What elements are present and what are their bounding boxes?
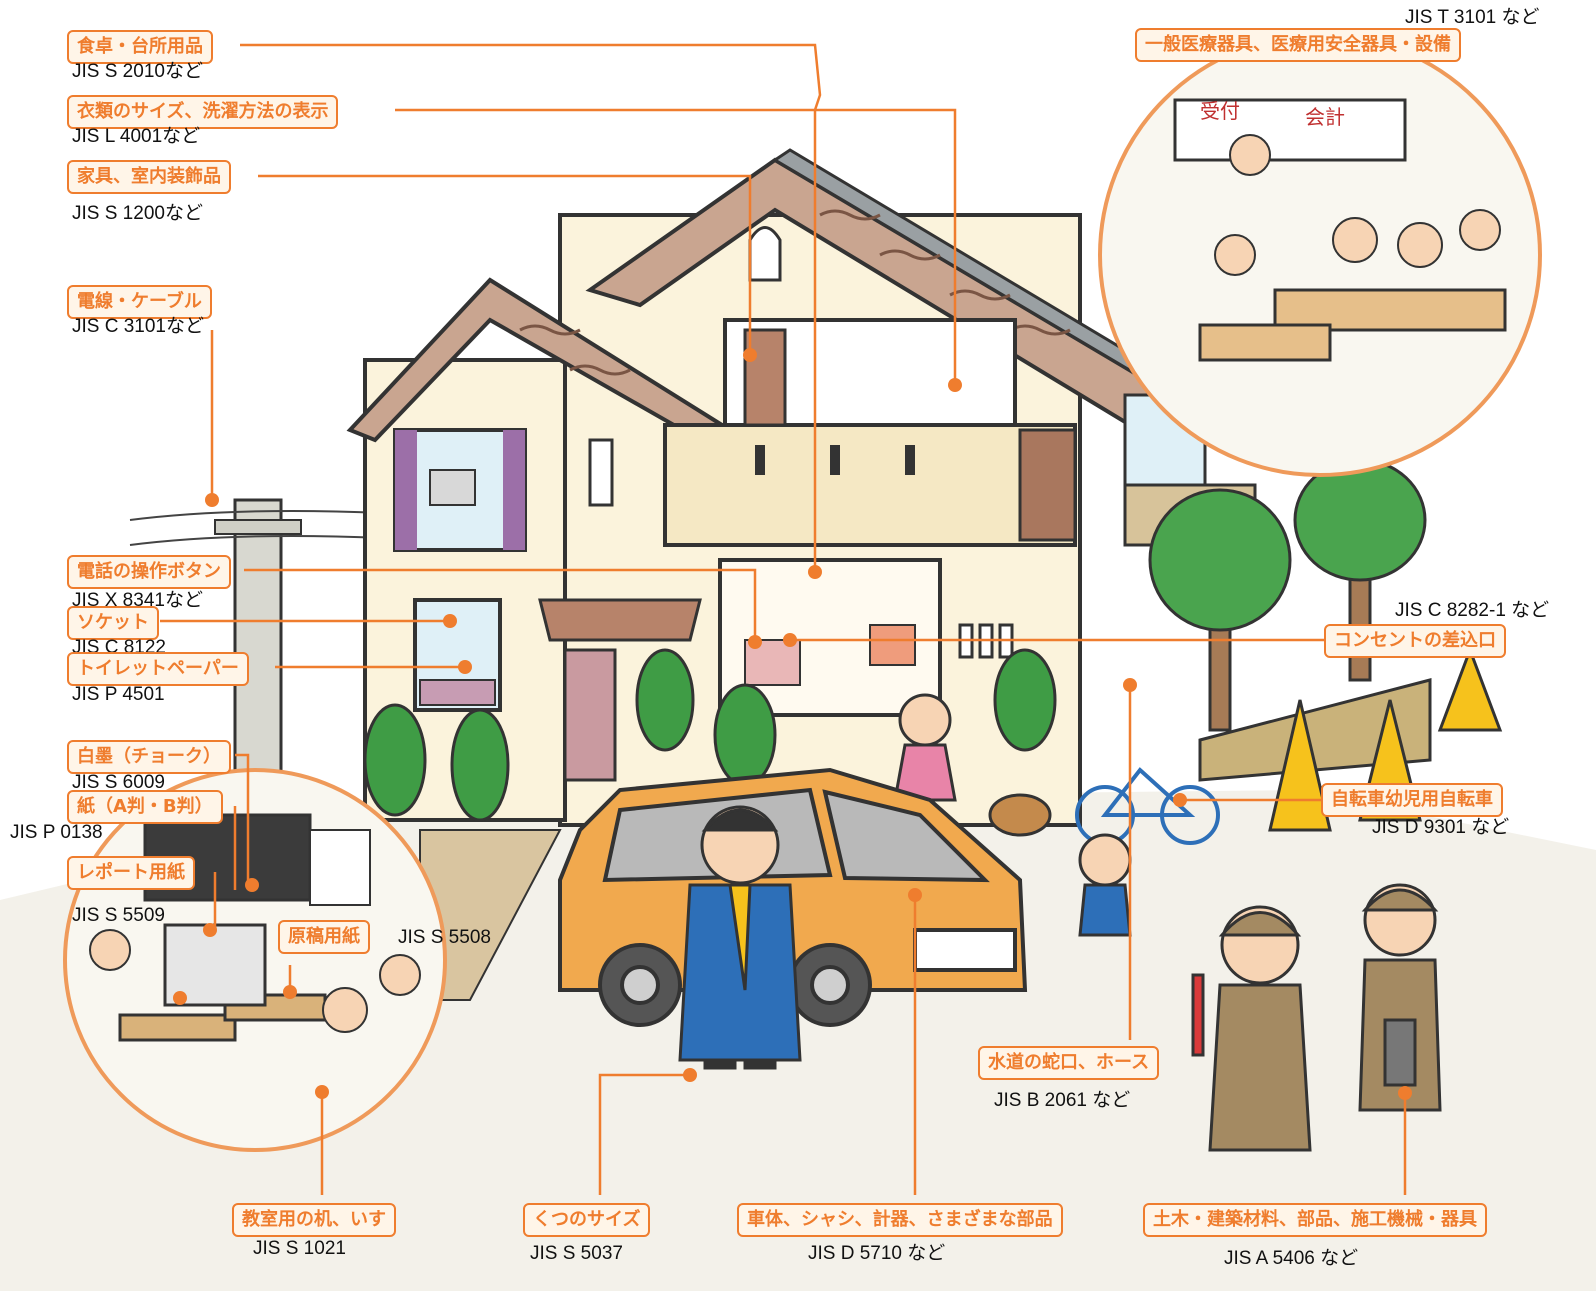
construction-workers [1191,883,1442,1152]
cashier-sign: 会計 [1305,105,1345,129]
label-clothing: 衣類のサイズ、洗濯方法の表示 [67,95,339,129]
label-construction: 土木・建築材料、部品、施工機械・器具 [1143,1203,1487,1237]
children [893,693,1132,937]
reception-sign: 受付 [1200,99,1240,123]
label-phone: 電話の操作ボタン [67,555,231,589]
label-furniture: 家具、室内装飾品 [67,160,231,194]
code-manuscript: JIS S 5508 [398,927,491,948]
code-report-paper: JIS S 5509 [72,905,165,926]
bicycle [1075,767,1220,845]
callout-dots [173,348,1412,1100]
label-medical: 一般医療器具、医療用安全器具・設備 [1135,28,1461,62]
code-clothing: JIS L 4001など [72,126,201,147]
code-toilet-paper: JIS P 4501 [72,684,165,705]
label-desk: 教室用の机、いす [232,1203,396,1237]
code-shoes: JIS S 5037 [530,1243,623,1264]
label-bicycle: 自転車幼児用自転車 [1321,783,1503,817]
hospital-inset: 受付 会計 [1098,33,1542,477]
code-medical: JIS T 3101 など [1405,7,1540,28]
code-paper: JIS P 0138 [10,822,103,843]
label-paper: 紙（A判・B判） [67,790,223,824]
callout-lines [160,43,1407,1195]
man-in-suit [678,805,802,1070]
label-faucet: 水道の蛇口、ホース [978,1046,1160,1080]
label-socket: ソケット [67,606,159,640]
label-tableware: 食卓・台所用品 [67,30,213,64]
label-report-paper: レポート用紙 [67,856,195,890]
code-phone: JIS X 8341など [72,590,203,611]
house [346,148,1257,827]
code-outlet: JIS C 8282-1 など [1395,600,1550,621]
label-chalk: 白墨（チョーク） [67,740,231,774]
code-cable: JIS C 3101など [72,316,204,337]
label-toilet-paper: トイレットペーパー [67,652,249,686]
code-tableware: JIS S 2010など [72,61,203,82]
label-cable: 電線・ケーブル [67,285,212,319]
label-vehicle: 車体、シャシ、計器、さまざまな部品 [737,1203,1063,1237]
label-manuscript: 原稿用紙 [278,920,370,954]
label-shoes: くつのサイズ [523,1203,651,1237]
code-construction: JIS A 5406 など [1224,1248,1359,1269]
code-furniture: JIS S 1200など [72,203,203,224]
code-desk: JIS S 1021 [253,1238,346,1259]
label-outlet: コンセントの差込口 [1324,624,1506,658]
code-bicycle: JIS D 9301 など [1372,817,1510,838]
code-vehicle: JIS D 5710 など [808,1243,946,1264]
code-chalk: JIS S 6009 [72,772,165,793]
van [558,767,1028,1027]
code-faucet: JIS B 2061 など [994,1090,1131,1111]
classroom-inset [63,768,447,1152]
